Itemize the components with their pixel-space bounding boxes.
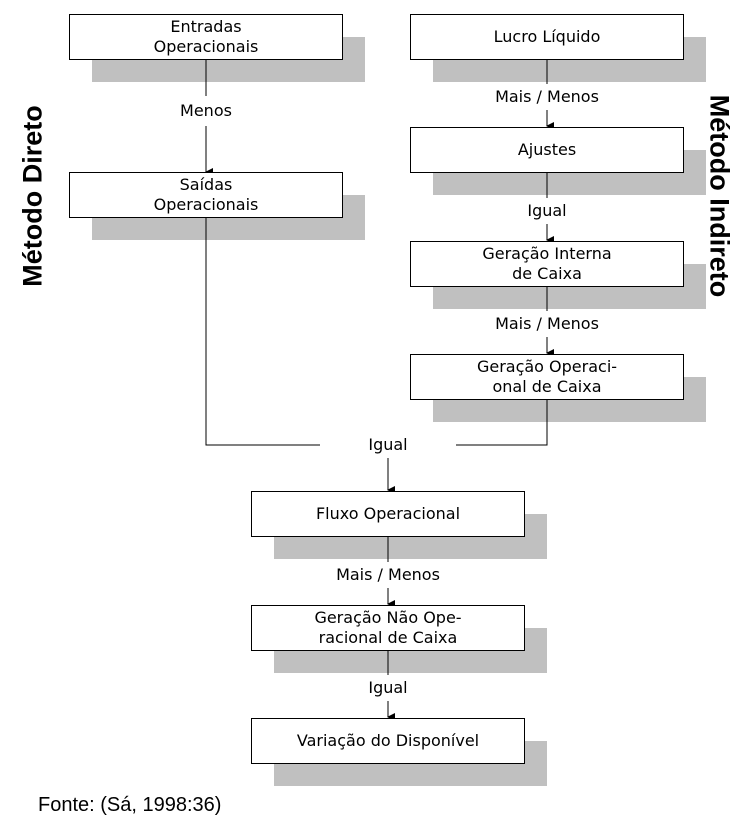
- geracao-operacional-box: Geração Operaci- onal de Caixa: [410, 354, 684, 400]
- source-citation: Fonte: (Sá, 1998:36): [38, 794, 222, 816]
- metodo-direto-label: Método Direto: [17, 105, 48, 287]
- label-mais-menos-1: Mais / Menos: [495, 87, 599, 106]
- variacao-disponivel-box: Variação do Disponível: [251, 718, 525, 764]
- geracao-nao-operacional-text: Geração Não Ope- racional de Caixa: [314, 608, 462, 647]
- fluxo-operacional-text: Fluxo Operacional: [315, 504, 461, 523]
- geracao-operacional-text: Geração Operaci- onal de Caixa: [476, 357, 618, 396]
- label-menos: Menos: [180, 101, 232, 120]
- geracao-interna-text: Geração Interna de Caixa: [482, 244, 612, 283]
- label-mais-menos-3: Mais / Menos: [336, 565, 440, 584]
- metodo-indireto-label: Método Indireto: [704, 94, 735, 298]
- fluxo-operacional-box: Fluxo Operacional: [251, 491, 525, 537]
- entradas-operacionais-text: Entradas Operacionais: [153, 17, 259, 56]
- variacao-disponivel-text: Variação do Disponível: [296, 731, 480, 750]
- connector-saidas-merge: [205, 218, 320, 446]
- ajustes-box: Ajustes: [410, 127, 684, 173]
- label-mais-menos-2: Mais / Menos: [495, 314, 599, 333]
- geracao-interna-box: Geração Interna de Caixa: [410, 241, 684, 287]
- label-igual-final: Igual: [368, 678, 408, 697]
- saidas-operacionais-text: Saídas Operacionais: [153, 175, 259, 214]
- lucro-liquido-text: Lucro Líquido: [493, 27, 601, 46]
- connector-geracao-operacional-merge: [456, 400, 548, 446]
- entradas-operacionais-box: Entradas Operacionais: [69, 14, 343, 60]
- saidas-operacionais-box: Saídas Operacionais: [69, 172, 343, 218]
- ajustes-text: Ajustes: [517, 140, 577, 159]
- geracao-nao-operacional-box: Geração Não Ope- racional de Caixa: [251, 605, 525, 651]
- label-igual-1: Igual: [527, 201, 567, 220]
- label-igual-merge: Igual: [368, 435, 408, 454]
- lucro-liquido-box: Lucro Líquido: [410, 14, 684, 60]
